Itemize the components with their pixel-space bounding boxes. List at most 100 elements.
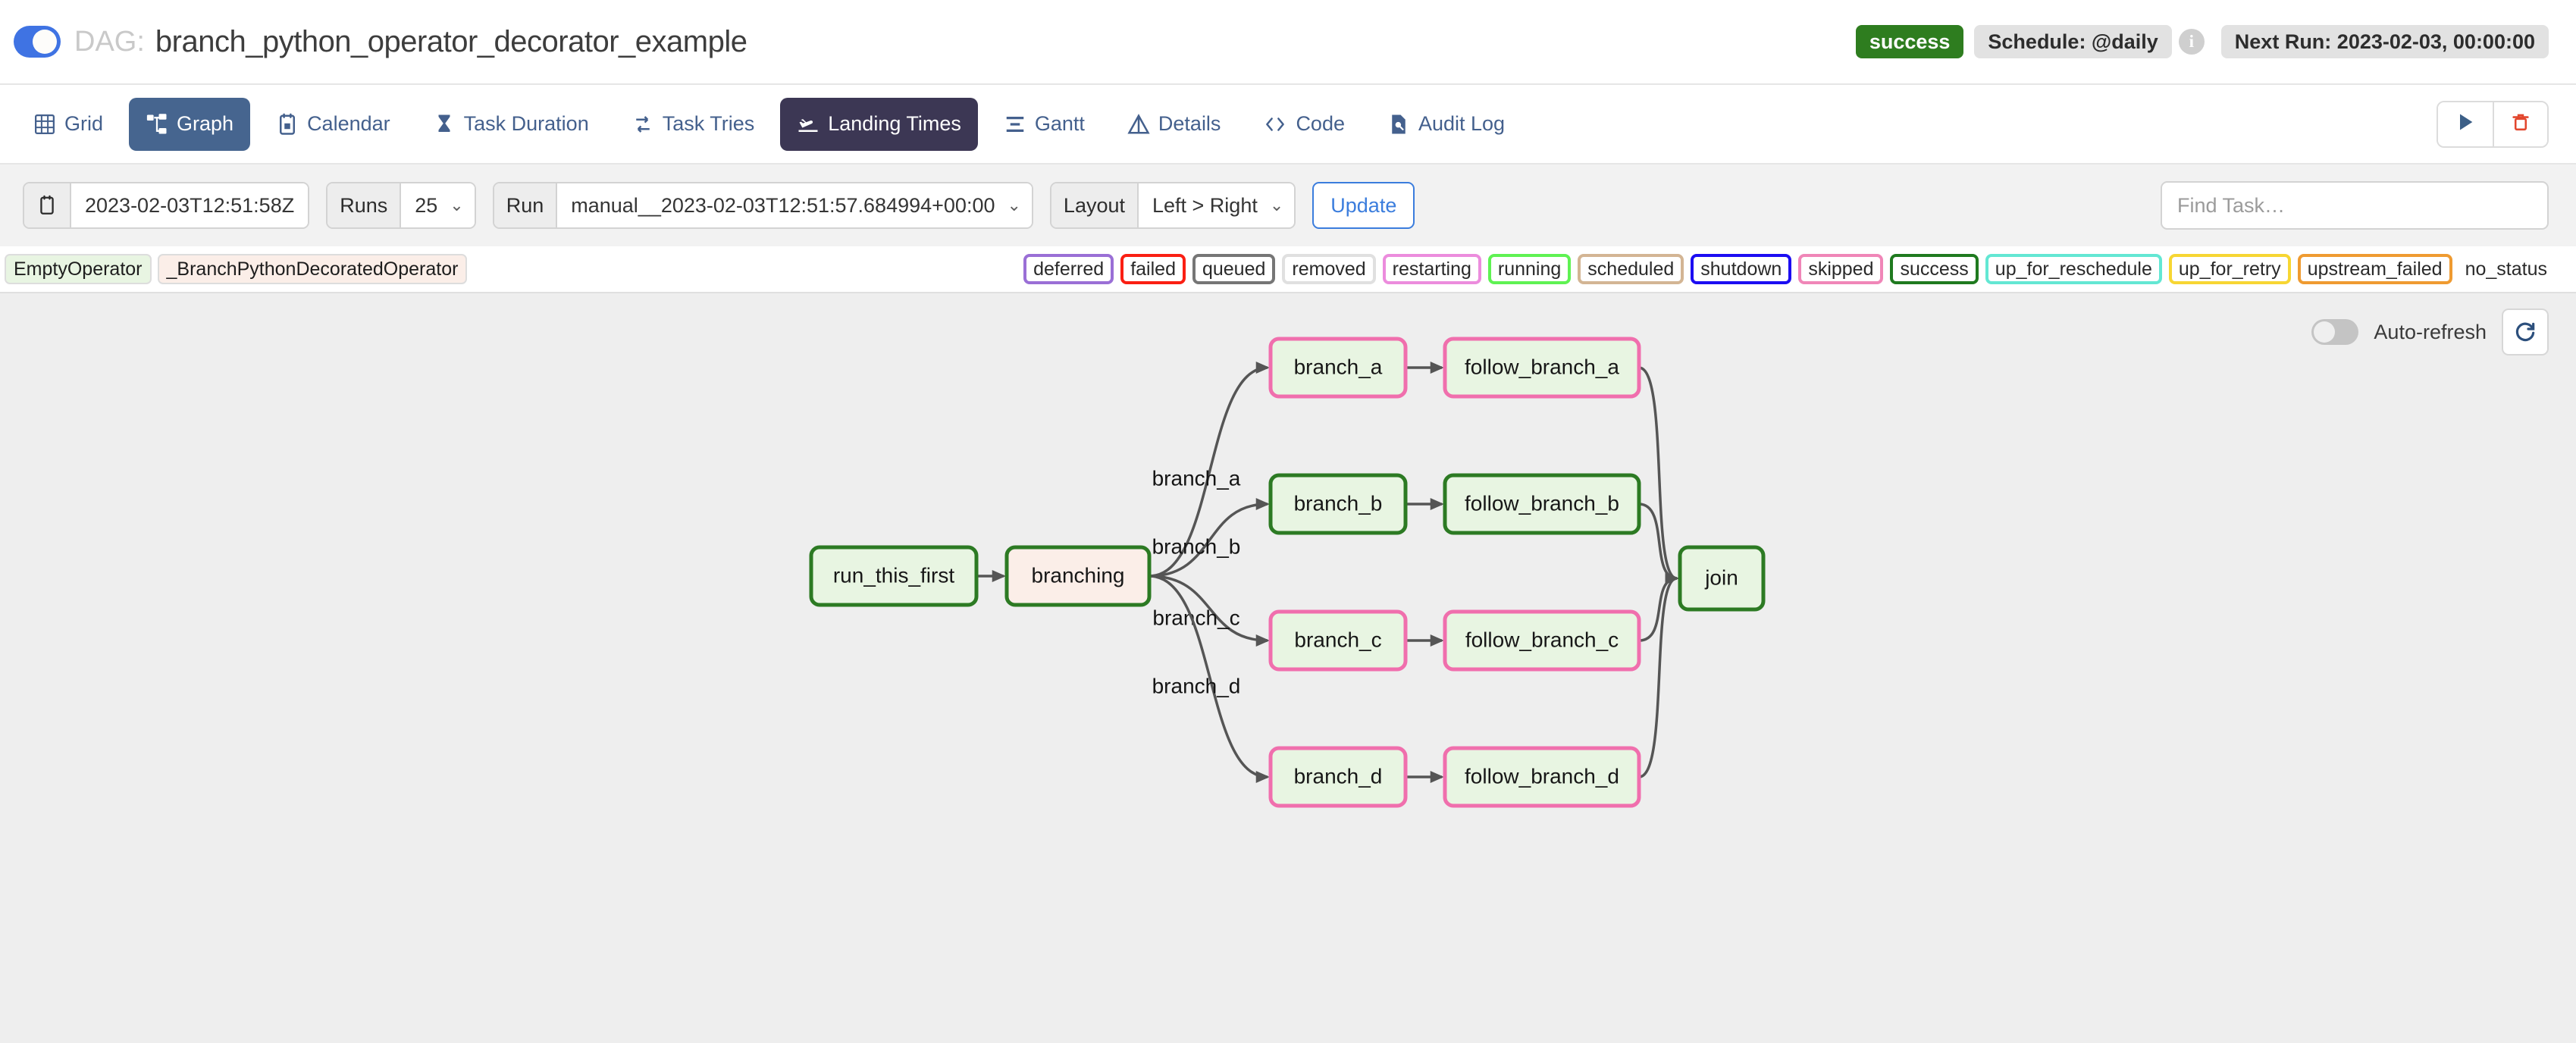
status-badge: success — [1855, 25, 1964, 58]
status-chip-no-status: no_status — [2458, 254, 2553, 284]
graph-node-label: branching — [1032, 563, 1125, 587]
graph-node[interactable]: follow_branch_c — [1443, 609, 1641, 672]
tab-calendar-label: Calendar — [307, 112, 390, 135]
status-chip-queued: queued — [1192, 254, 1276, 284]
tab-details[interactable]: Details — [1111, 98, 1238, 151]
graph-edge-label: branch_c — [1152, 606, 1239, 630]
graph-node-box[interactable] — [1443, 609, 1641, 672]
grid-icon — [33, 113, 56, 136]
tab-task-tries-label: Task Tries — [662, 112, 755, 135]
calendar-icon[interactable] — [24, 183, 71, 227]
execution-date-input[interactable]: 2023-02-03T12:51:58Z — [71, 183, 309, 227]
find-task-input[interactable]: Find Task… — [2161, 181, 2549, 230]
tab-gantt[interactable]: Gantt — [987, 98, 1102, 151]
graph-node-label: follow_branch_a — [1465, 355, 1619, 378]
graph-node[interactable]: branch_b — [1268, 473, 1408, 535]
run-select[interactable]: manual__2023-02-03T12:51:57.684994+00:00… — [557, 183, 1032, 227]
hourglass-icon — [433, 113, 456, 136]
graph-node-box[interactable] — [1443, 337, 1641, 399]
graph-edge-label: branch_b — [1152, 535, 1241, 559]
graph-node-box[interactable] — [1443, 473, 1641, 535]
auto-refresh-toggle[interactable] — [2311, 319, 2359, 345]
graph-node[interactable]: join — [1678, 545, 1766, 612]
graph-node[interactable]: branching — [1004, 545, 1152, 607]
graph-node-box[interactable] — [1268, 609, 1408, 672]
graph-icon — [146, 113, 168, 136]
runs-select-value: 25 — [415, 193, 438, 217]
graph-edge — [1638, 572, 1679, 778]
toggle-knob — [33, 30, 57, 54]
graph-node-box[interactable] — [1268, 473, 1408, 535]
status-chip-upstream-failed: upstream_failed — [2297, 254, 2452, 284]
graph-node[interactable]: follow_branch_a — [1443, 337, 1641, 399]
graph-node-label: run_this_first — [833, 563, 955, 587]
info-icon[interactable]: i — [2178, 29, 2205, 55]
status-chip-failed: failed — [1120, 254, 1186, 284]
tab-task-duration[interactable]: Task Duration — [416, 98, 606, 151]
toggle-knob — [2314, 321, 2336, 343]
retry-icon — [631, 113, 654, 136]
run-label: Run — [494, 183, 558, 227]
tab-grid[interactable]: Grid — [17, 98, 120, 151]
operator-chip-branch: _BranchPythonDecoratedOperator — [157, 254, 468, 284]
graph-node[interactable]: branch_c — [1268, 609, 1408, 672]
graph-edge — [1149, 575, 1270, 647]
graph-node-label: branch_c — [1294, 628, 1381, 651]
auto-refresh-label: Auto-refresh — [2374, 320, 2487, 343]
refresh-button[interactable] — [2502, 309, 2549, 355]
update-button[interactable]: Update — [1312, 182, 1415, 229]
graph-node-label: follow_branch_d — [1465, 764, 1619, 788]
graph-node-box[interactable] — [809, 545, 979, 607]
trigger-dag-button[interactable] — [2438, 102, 2493, 146]
tab-task-tries[interactable]: Task Tries — [615, 98, 772, 151]
next-run-badge: Next Run: 2023-02-03, 00:00:00 — [2220, 25, 2549, 58]
runs-group: Runs 25 ⌄ — [326, 182, 476, 229]
tab-graph-label: Graph — [177, 112, 234, 135]
graph-node[interactable]: run_this_first — [809, 545, 979, 607]
graph-node-box[interactable] — [1443, 746, 1641, 808]
graph-nodes[interactable]: run_this_first branching branch_a follow_br… — [809, 337, 1766, 808]
tab-calendar[interactable]: Calendar — [259, 98, 407, 151]
code-brackets-icon — [1263, 113, 1287, 136]
gantt-icon — [1004, 113, 1026, 136]
tab-landing-times[interactable]: Landing Times — [780, 97, 978, 151]
legend-bar: EmptyOperator _BranchPythonDecoratedOper… — [0, 246, 2576, 293]
dag-graph-svg[interactable]: branch_a branch_b branch_c branch_d run_thi… — [0, 293, 2576, 1043]
graph-node-label: branch_d — [1294, 764, 1383, 788]
tab-audit-log[interactable]: Audit Log — [1371, 98, 1521, 151]
status-chip-up-for-retry: up_for_retry — [2168, 254, 2291, 284]
run-select-value: manual__2023-02-03T12:51:57.684994+00:00 — [571, 193, 995, 217]
tab-code[interactable]: Code — [1246, 98, 1362, 151]
graph-node-label: follow_branch_c — [1465, 628, 1619, 651]
dag-prefix-label: DAG: — [74, 25, 145, 58]
chevron-down-icon: ⌄ — [1007, 196, 1021, 215]
status-legend: deferred failed queued removed restartin… — [1023, 254, 2553, 284]
graph-node-box[interactable] — [1678, 545, 1766, 612]
graph-node-box[interactable] — [1268, 337, 1408, 399]
delete-dag-button[interactable] — [2493, 102, 2547, 146]
layout-select[interactable]: Left > Right ⌄ — [1139, 183, 1295, 227]
status-chip-success: success — [1890, 254, 1979, 284]
dag-paused-toggle[interactable] — [14, 26, 61, 58]
tab-gantt-label: Gantt — [1034, 112, 1085, 135]
date-picker-group[interactable]: 2023-02-03T12:51:58Z — [23, 182, 310, 229]
graph-node[interactable]: follow_branch_b — [1443, 473, 1641, 535]
graph-node-box[interactable] — [1004, 545, 1152, 607]
runs-select[interactable]: 25 ⌄ — [401, 183, 475, 227]
status-chip-deferred: deferred — [1023, 254, 1114, 284]
graph-node-box[interactable] — [1268, 746, 1408, 808]
tab-graph[interactable]: Graph — [129, 97, 251, 151]
status-chip-scheduled: scheduled — [1578, 254, 1684, 284]
status-chip-restarting: restarting — [1382, 254, 1481, 284]
graph-node[interactable]: follow_branch_d — [1443, 746, 1641, 808]
graph-edge — [1149, 498, 1270, 578]
layout-label: Layout — [1051, 183, 1139, 227]
graph-edge — [1638, 572, 1679, 642]
refresh-icon — [2513, 318, 2537, 346]
graph-node[interactable]: branch_d — [1268, 746, 1408, 808]
schedule-group: Schedule: @daily i — [1974, 25, 2205, 58]
layout-group: Layout Left > Right ⌄ — [1049, 182, 1296, 229]
graph-node[interactable]: branch_a — [1268, 337, 1408, 399]
